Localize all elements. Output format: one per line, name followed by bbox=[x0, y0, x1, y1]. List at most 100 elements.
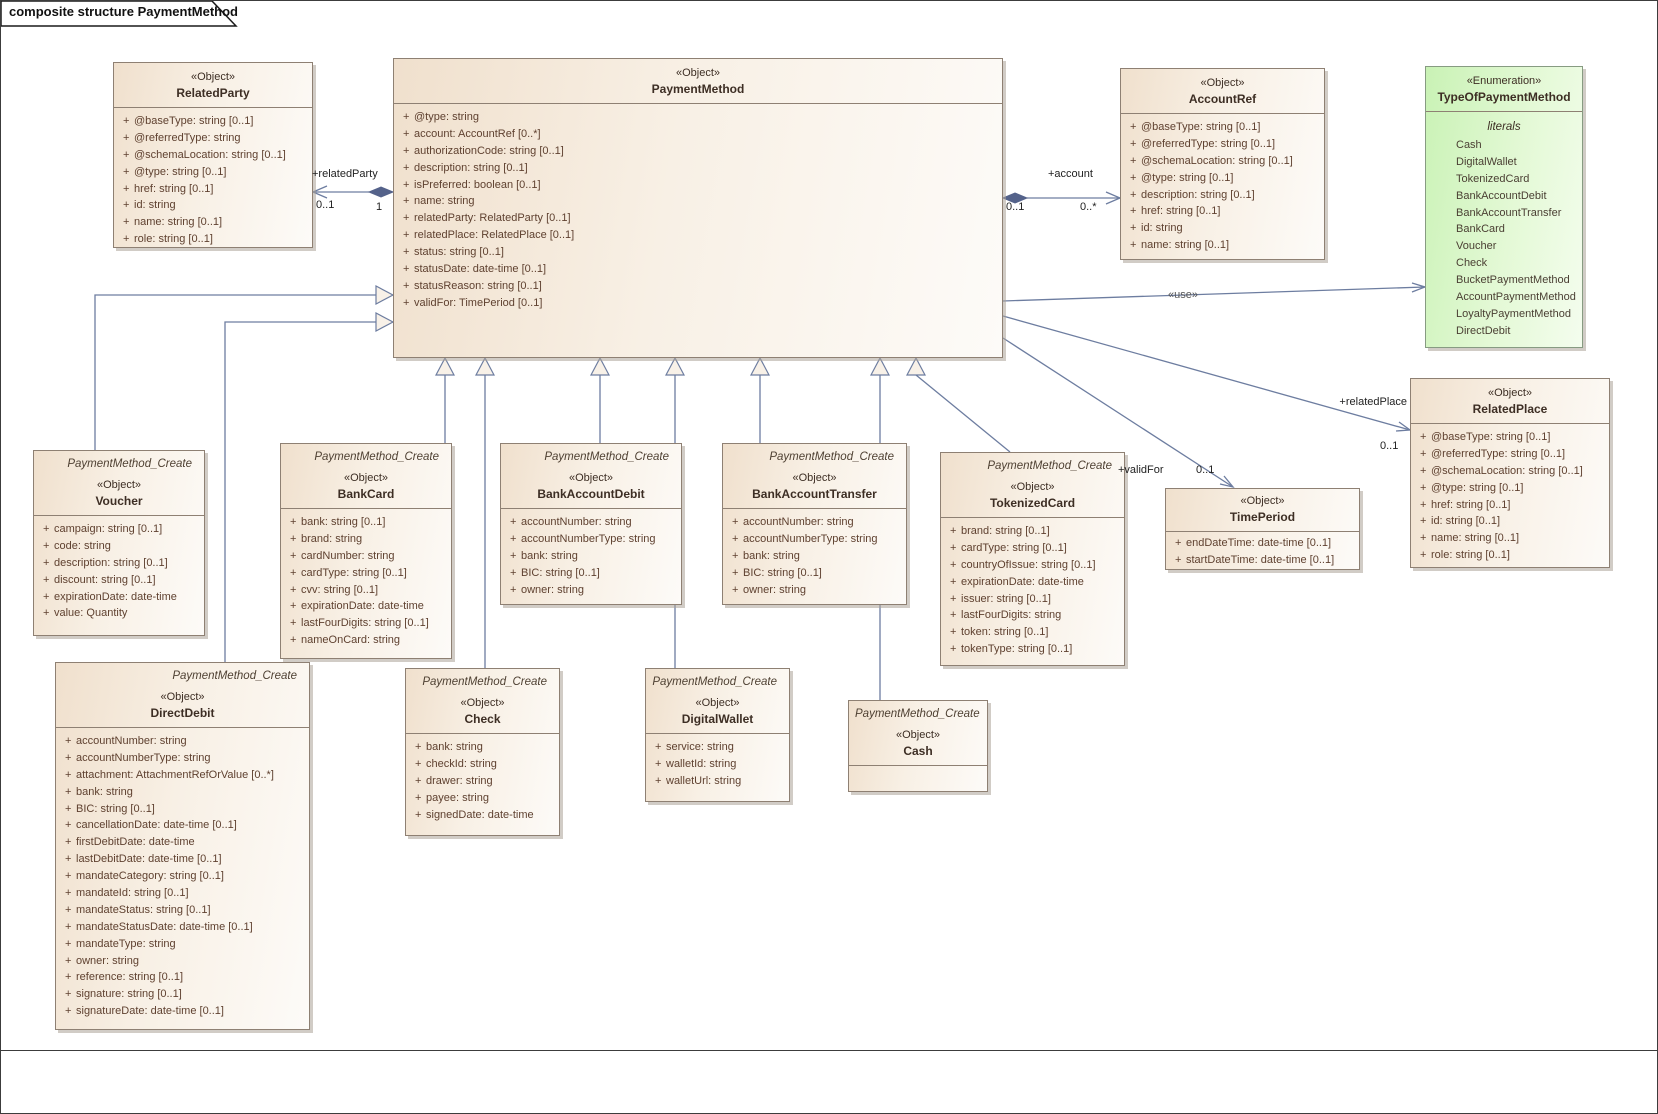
visibility: + bbox=[123, 233, 130, 246]
class-name: PaymentMethod bbox=[651, 82, 745, 96]
attributes-compartment: +endDateTime: date-time [0..1]+startDate… bbox=[1166, 532, 1359, 569]
attribute-row: +id: string bbox=[114, 197, 312, 214]
attribute-row: +cardType: string [0..1] bbox=[941, 540, 1124, 557]
attribute-text: owner: string bbox=[521, 583, 584, 596]
attribute-text: @referredType: string bbox=[134, 131, 241, 144]
diagram-frame-tab bbox=[0, 0, 238, 27]
attributes-compartment: +bank: string [0..1]+brand: string+cardN… bbox=[281, 509, 451, 649]
visibility: + bbox=[1420, 532, 1427, 545]
class-box-bankcard[interactable]: PaymentMethod_Create «Object» BankCard +… bbox=[280, 443, 452, 659]
attribute-text: attachment: AttachmentRefOrValue [0..*] bbox=[76, 768, 274, 781]
visibility: + bbox=[510, 516, 517, 528]
attribute-row: +relatedPlace: RelatedPlace [0..1] bbox=[394, 227, 1002, 244]
visibility: + bbox=[1130, 239, 1137, 252]
attribute-text: walletId: string bbox=[666, 757, 737, 770]
class-box-cash[interactable]: PaymentMethod_Create «Object» Cash bbox=[848, 700, 988, 792]
attribute-text: token: string [0..1] bbox=[961, 626, 1049, 639]
visibility: + bbox=[1420, 481, 1427, 494]
class-box-voucher[interactable]: PaymentMethod_Create «Object» Voucher +c… bbox=[33, 450, 205, 636]
stereotype-label: «Object» bbox=[1200, 77, 1245, 89]
class-box-digitalwallet[interactable]: PaymentMethod_Create «Object» DigitalWal… bbox=[645, 668, 790, 802]
attribute-text: @type: string [0..1] bbox=[1431, 481, 1524, 494]
attribute-row: + mandateStatusDate: date-time [0..1] bbox=[56, 919, 309, 936]
attributes-compartment bbox=[849, 766, 987, 771]
create-note: PaymentMethod_Create bbox=[314, 451, 439, 463]
attribute-text: mandateType: string bbox=[76, 937, 176, 950]
attribute-text: @baseType: string [0..1] bbox=[134, 115, 254, 127]
class-box-accountref[interactable]: «Object» AccountRef +@baseType: string [… bbox=[1120, 68, 1325, 260]
attribute-text: bank: string bbox=[521, 549, 578, 562]
visibility: + bbox=[403, 178, 410, 191]
attributes-compartment: +accountNumber: string+accountNumberType… bbox=[501, 509, 681, 598]
visibility: + bbox=[65, 971, 72, 984]
stereotype-label: «Object» bbox=[1240, 495, 1285, 507]
attribute-text: checkId: string bbox=[426, 757, 497, 770]
class-box-tokenizedcard[interactable]: PaymentMethod_Create «Object» TokenizedC… bbox=[940, 452, 1125, 666]
visibility: + bbox=[403, 296, 410, 309]
attribute-text: id: string [0..1] bbox=[1431, 515, 1501, 528]
visibility: + bbox=[403, 212, 410, 225]
connector-validfor bbox=[1002, 337, 1235, 489]
attribute-text: tokenType: string [0..1] bbox=[961, 643, 1073, 656]
create-note: PaymentMethod_Create bbox=[544, 451, 669, 463]
stereotype-label: «Object» bbox=[695, 697, 740, 709]
attributes-compartment: +@type: string+account: AccountRef [0..*… bbox=[394, 104, 1002, 312]
attribute-text: mandateCategory: string [0..1] bbox=[76, 870, 224, 883]
visibility: + bbox=[655, 741, 662, 753]
attribute-text: owner: string bbox=[76, 954, 139, 967]
enum-box-typeofpaymentmethod[interactable]: «Enumeration» TypeOfPaymentMethod litera… bbox=[1425, 66, 1583, 348]
attribute-text: discount: string [0..1] bbox=[54, 573, 156, 586]
attribute-row: +lastFourDigits: string bbox=[941, 607, 1124, 624]
attribute-row: +bank: string bbox=[501, 548, 681, 565]
visibility: + bbox=[415, 741, 422, 753]
enum-literal: Voucher bbox=[1456, 240, 1497, 253]
stereotype-label: «Object» bbox=[96, 479, 142, 491]
attribute-row: +accountNumber: string bbox=[723, 514, 906, 531]
visibility: + bbox=[65, 920, 72, 933]
attributes-compartment: +campaign: string [0..1]+code: string+de… bbox=[34, 516, 204, 622]
attribute-row: +mandateId: string [0..1] bbox=[56, 885, 309, 902]
attribute-row: +owner: string bbox=[501, 582, 681, 599]
attribute-row: +bank: string bbox=[406, 739, 559, 756]
multiplicity-label: 0..1 bbox=[316, 199, 335, 211]
attribute-text: mandateStatusDate: date-time [0..1] bbox=[76, 920, 253, 933]
attribute-row: +issuer: string [0..1] bbox=[941, 591, 1124, 608]
class-box-relatedplace[interactable]: «Object» RelatedPlace +@baseType: string… bbox=[1410, 378, 1610, 568]
class-box-bankaccountdebit[interactable]: PaymentMethod_Create «Object» BankAccoun… bbox=[500, 443, 682, 605]
attribute-row: +BIC: string [0..1] bbox=[501, 565, 681, 582]
attribute-text: mandateStatus: string [0..1] bbox=[76, 903, 211, 916]
attribute-text: name: string [0..1] bbox=[1431, 532, 1520, 545]
attribute-row: +attachment: AttachmentRefOrValue [0..*] bbox=[56, 767, 309, 784]
attribute-row: +statusReason: string [0..1] bbox=[394, 278, 1002, 295]
attribute-row: +validFor: TimePeriod [0..1] bbox=[394, 295, 1002, 312]
create-note: PaymentMethod_Create bbox=[422, 676, 547, 688]
stereotype-label: «Object» bbox=[343, 472, 389, 484]
visibility: + bbox=[1130, 137, 1137, 150]
attribute-row: +id: string bbox=[1121, 220, 1324, 237]
class-box-timeperiod[interactable]: «Object» TimePeriod +endDateTime: date-t… bbox=[1165, 488, 1360, 570]
visibility: + bbox=[403, 111, 410, 123]
class-box-bankaccounttransfer[interactable]: PaymentMethod_Create «Object» BankAccoun… bbox=[722, 443, 907, 605]
stereotype-label: «Enumeration» bbox=[1466, 75, 1542, 87]
visibility: + bbox=[510, 532, 517, 545]
class-name: AccountRef bbox=[1188, 92, 1257, 106]
attribute-row: +campaign: string [0..1] bbox=[34, 521, 204, 538]
class-box-relatedparty[interactable]: «Object» RelatedParty +@baseType: string… bbox=[113, 62, 313, 248]
class-header: «Object» RelatedParty bbox=[114, 63, 312, 108]
visibility: + bbox=[403, 279, 410, 292]
enum-literal: BankAccountTransfer bbox=[1456, 206, 1562, 219]
class-name: RelatedPlace bbox=[1472, 402, 1548, 416]
attribute-text: payee: string bbox=[426, 791, 489, 804]
visibility: + bbox=[1130, 222, 1137, 235]
class-box-check[interactable]: PaymentMethod_Create «Object» Check +ban… bbox=[405, 668, 560, 836]
attribute-text: @baseType: string [0..1] bbox=[1431, 431, 1551, 443]
class-box-paymentmethod[interactable]: «Object» PaymentMethod +@type: string+ac… bbox=[393, 58, 1003, 358]
literals-label: literals bbox=[1487, 121, 1521, 133]
visibility: + bbox=[403, 195, 410, 208]
attribute-row: +@baseType: string [0..1] bbox=[114, 113, 312, 130]
class-box-directdebit[interactable]: PaymentMethod_Create «Object» DirectDebi… bbox=[55, 662, 310, 1030]
attributes-compartment: +@baseType: string [0..1] + @referredType:… bbox=[114, 108, 312, 247]
diagram-frame-bottom-edge bbox=[0, 1050, 1658, 1051]
